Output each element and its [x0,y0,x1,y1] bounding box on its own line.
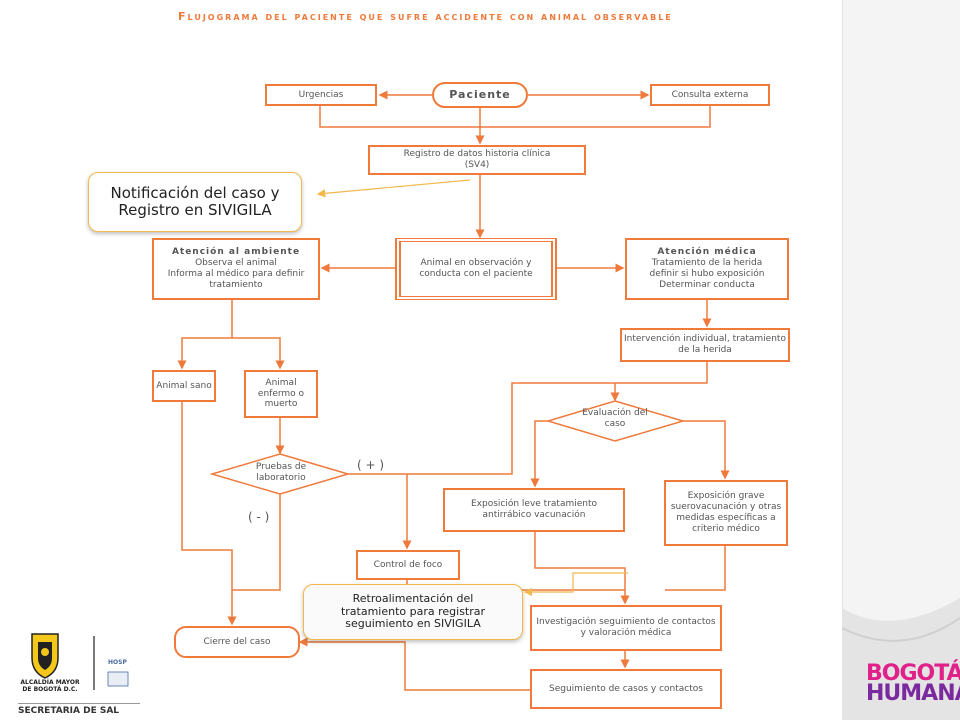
node-animal-observacion-label: Animal en observación y conducta con el … [419,258,533,279]
node-control-foco-label: Control de foco [373,559,443,570]
node-animal-enfermo-label: Animal enfermo o muerto [257,377,305,410]
alcaldia-line1: ALCALDÍA MAYOR [20,679,80,686]
node-paciente: Paciente [432,82,528,108]
node-atencion-medica: Atención médica Tratamiento de la herida… [625,238,789,300]
positive-sign: ( + ) [357,458,385,472]
node-exposicion-leve: Exposición leve tratamiento antirrábico … [443,488,625,532]
node-animal-enfermo: Animal enfermo o muerto [244,370,318,418]
node-exposicion-grave: Exposición grave suerovacunación y otras… [664,480,788,546]
node-evaluacion: Evaluación del caso [572,408,658,430]
node-investigacion-line2: y valoración médica [580,628,672,638]
node-atencion-ambiente-header: Atención al ambiente [171,247,301,258]
node-consulta-externa: Consulta externa [650,84,770,106]
node-atencion-ambiente: Atención al ambiente Observa el animal I… [152,238,320,300]
bogota-coat-of-arms-logo [31,633,129,690]
negative-sign: ( - ) [248,510,270,524]
node-urgencias-label: Urgencias [298,89,344,100]
node-cierre-label: Cierre del caso [203,636,271,647]
callout-retroalimentacion: Retroalimentación del tratamiento para r… [303,584,523,640]
node-seguimiento: Seguimiento de casos y contactos [530,669,722,709]
node-animal-sano-label: Animal sano [156,380,212,391]
hospital-text: HOSP [108,659,127,666]
node-atencion-medica-line3: Determinar conducta [659,279,755,290]
node-pruebas: Pruebas de laboratorio [242,462,320,484]
node-exposicion-leve-label: Exposición leve tratamiento antirrábico … [470,499,598,520]
node-atencion-medica-header: Atención médica [657,247,757,258]
node-registro-line1: Registro de datos historia clínica [403,149,551,160]
bogota-humana-heart-icon [842,598,960,720]
node-evaluacion-label: Evaluación del caso [582,408,648,429]
node-atencion-ambiente-line2: Informa al médico para definir tratamien… [167,269,305,290]
node-investigacion-line1: Investigación seguimiento de contactos [536,617,716,628]
node-atencion-medica-line2: definir si hubo exposición [649,269,765,279]
node-pruebas-label: Pruebas de laboratorio [255,462,307,483]
node-atencion-ambiente-line1: Observa el animal [195,258,277,269]
node-intervencion-label: Intervención individual, tratamiento de … [624,334,786,355]
callout-retroalimentacion-line1: Retroalimentación del [352,592,474,606]
bogota-humana-line2: HUMANA [866,680,960,706]
node-paciente-label: Paciente [449,88,511,102]
node-seguimiento-label: Seguimiento de casos y contactos [549,683,703,694]
node-exposicion-grave-label: Exposición grave suerovacunación y otras… [670,491,782,534]
node-urgencias: Urgencias [265,84,377,106]
node-registro-line2: (SV4) [464,160,490,170]
bogota-humana-line1: BOGOTÁ [866,661,960,686]
node-intervencion: Intervención individual, tratamiento de … [620,328,790,362]
node-control-foco: Control de foco [356,550,460,580]
callout-notificacion-line1: Notificación del caso y [110,183,280,202]
node-investigacion: Investigación seguimiento de contactos y… [530,605,722,651]
secretaria-text: SECRETARIA DE SAL [18,703,140,720]
callout-notificacion: Notificación del caso y Registro en SIVI… [88,172,302,232]
node-atencion-medica-line1: Tratamiento de la herida [651,258,763,269]
alcaldia-text: ALCALDÍA MAYOR DE BOGOTÁ D.C. [20,679,80,693]
callout-notificacion-line2: Registro en SIVIGILA [118,201,272,219]
node-animal-sano: Animal sano [152,370,216,402]
alcaldia-line2: DE BOGOTÁ D.C. [22,685,78,693]
node-consulta-externa-label: Consulta externa [671,89,749,100]
callout-retroalimentacion-line3: seguimiento en SIVIGILA [345,617,481,631]
page-title: Flujograma del paciente que sufre accide… [178,10,673,23]
right-margin-band [842,0,960,720]
node-registro: Registro de datos historia clínica (SV4) [368,145,586,175]
bogota-humana-logo: BOGOTÁ HUMANA [866,661,960,706]
callout-retroalimentacion-line2: tratamiento para registrar [340,604,486,618]
node-cierre: Cierre del caso [174,626,300,658]
node-animal-observacion: Animal en observación y conducta con el … [395,238,557,300]
